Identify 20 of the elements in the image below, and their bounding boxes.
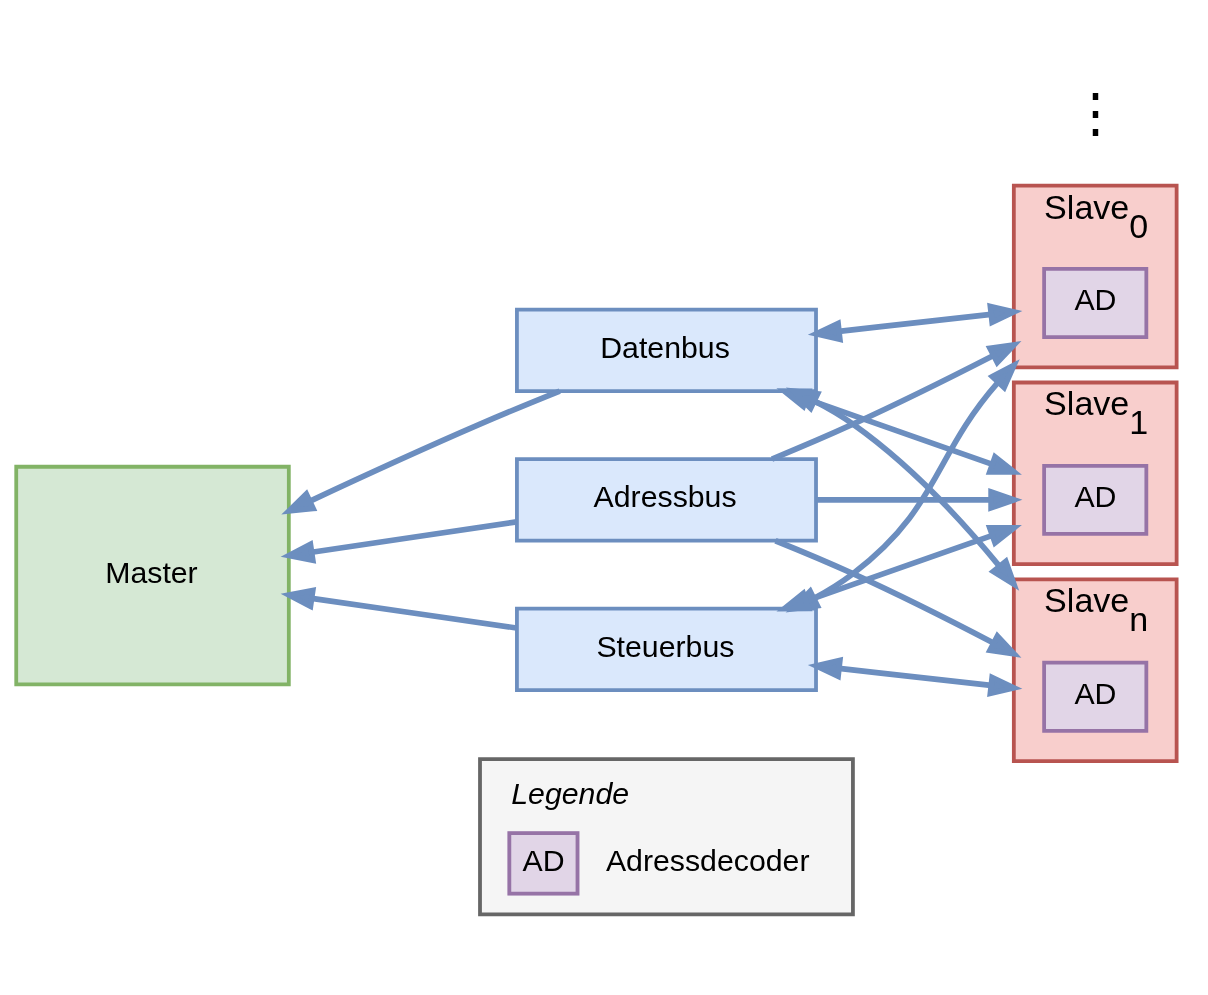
label: AD	[522, 843, 565, 877]
arrow	[280, 586, 517, 631]
arrow	[816, 487, 1023, 512]
arrow	[280, 519, 517, 564]
arrow	[785, 387, 1020, 591]
node-box: AD	[1042, 267, 1149, 339]
arrow	[770, 341, 1022, 462]
node-box: Datenbus	[515, 307, 818, 393]
node-box: Steuerbus	[515, 606, 818, 692]
node-box: Master	[14, 464, 291, 687]
node-box: AD	[1042, 463, 1149, 536]
arrow	[774, 538, 1022, 658]
node-box: AD	[1042, 660, 1149, 733]
node-box: Adressbus	[515, 457, 818, 543]
label: ⋮	[1068, 82, 1122, 142]
arrow	[281, 388, 561, 515]
label: Legende	[511, 777, 630, 811]
arrow	[807, 302, 1023, 343]
arrow	[807, 656, 1023, 697]
legend-label: Adressdecoder	[605, 843, 810, 877]
